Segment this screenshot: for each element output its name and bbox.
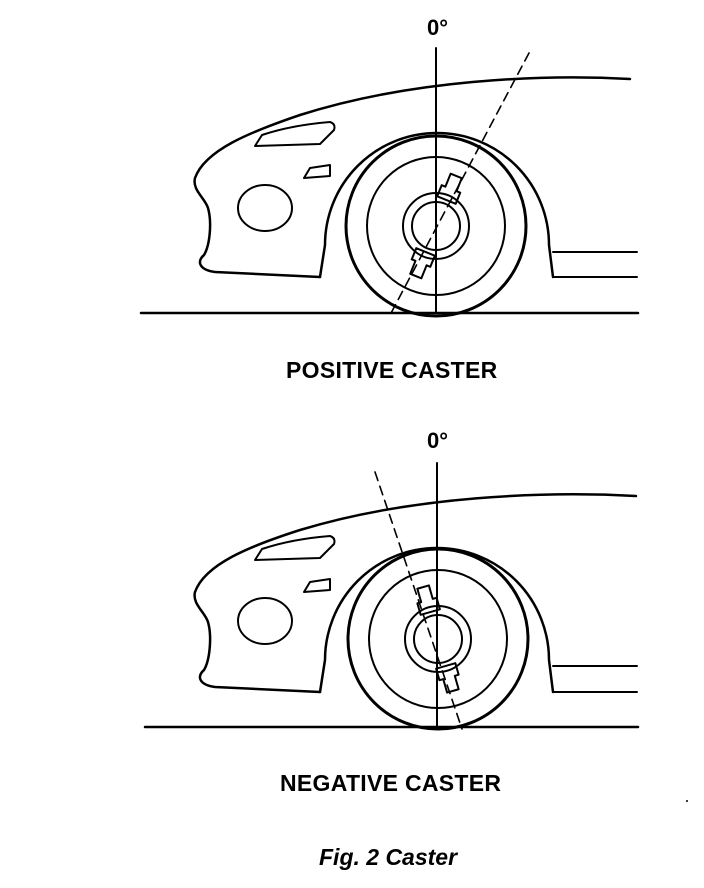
steering-knuckle [409,172,463,280]
vent-lower [303,164,331,179]
positive-caster-caption: POSITIVE CASTER [286,357,498,383]
negative-caster-angle-label: 0° [427,428,449,453]
vent-upper [254,121,336,147]
scan-speck [686,800,688,802]
rocker-panel [552,251,638,278]
headlight [237,184,293,232]
vent-lower [303,578,331,593]
figure-caption: Fig. 2 Caster [319,844,458,870]
positive-caster-panel [139,47,640,318]
negative-caster-panel [143,462,640,731]
steering-axis-line [374,471,463,730]
positive-caster-angle-label: 0° [427,15,449,40]
steering-axis-line [389,52,530,316]
car-body-outline [193,493,638,694]
headlight [237,597,293,645]
vent-upper [254,535,336,561]
negative-caster-caption: NEGATIVE CASTER [280,770,502,796]
car-body-outline [193,76,632,279]
rocker-panel [552,665,638,693]
